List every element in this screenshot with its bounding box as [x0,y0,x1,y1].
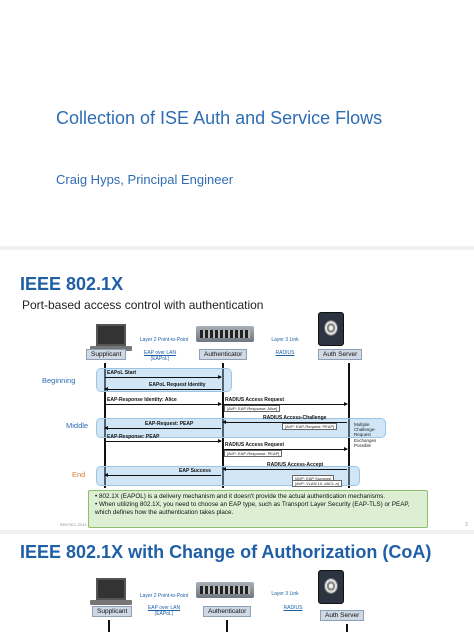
auth-server-label: Auth Server [320,610,365,621]
layer3-label: Layer 3 Link [271,337,299,343]
slide-title: IEEE 802.1X [20,274,124,294]
switch-ports [200,586,250,594]
title-slide: Collection of ISE Auth and Service Flows… [0,0,474,264]
slide-title: IEEE 802.1X with Change of Authorization… [20,542,432,562]
session-footer: BRKSEC-2044 [60,522,87,527]
authenticator-label: Authenticator [203,606,252,617]
layer3-label: Layer 3 Link [271,591,299,597]
slide-title: Collection of ISE Auth and Service Flows [56,108,383,128]
layer2-label: Layer 2 Point-to-Point [139,337,189,343]
note-line: Exchanges [354,437,377,443]
authenticator-lifeline [226,620,228,632]
msg-eapol-request-identity: EAPoL Request Identity [104,382,221,391]
authenticator-lifeline [222,363,224,488]
msg-eap-response-identity: EAP-Response Identity: Alice [105,397,222,406]
server-lifeline [346,624,348,632]
msg-label: EAPoL Start [107,370,137,376]
switch-ports [200,330,250,338]
layer2-label: Layer 2 Point-to-Point [139,593,189,599]
avp-vlan: [AVP: VLAN 10, dACL-n] [292,480,342,487]
note-line: Request [354,432,371,438]
laptop-base [90,600,132,605]
authenticator-label: Authenticator [199,349,248,360]
bullet-item: 802.1X (EAPOL) is a delivery mechanism a… [95,493,421,501]
avp-response-alice: [AVP: EAP-Response: Alice] [224,405,281,412]
fingerprint-icon [324,578,338,594]
dot1x-slide: IEEE 802.1X Port-based access control wi… [0,250,474,530]
supplicant-label: Supplicant [92,606,133,617]
laptop-icon [96,578,126,600]
eap-over-lan-label: EAP over LAN (EAPoL) [142,605,186,617]
supplicant-lifeline [108,620,110,632]
radius-text: RADIUS [283,605,303,611]
radius-label: RADIUS [278,605,308,612]
msg-radius-access-accept: RADIUS Access-Accept [222,462,347,471]
note-line: Multiple [354,422,370,427]
msg-label: EAP-Response Identity: Alice [107,397,177,403]
supplicant-lifeline [104,363,106,488]
avp-request-peap: [AVP: EAP-Request: PEAP] [282,423,338,430]
slide-divider [0,530,474,534]
radius-text: RADIUS [275,350,295,356]
coa-slide: IEEE 802.1X with Change of Authorization… [0,534,474,632]
laptop-base [90,346,132,351]
msg-eap-success: EAP Success [104,468,221,477]
msg-label: RADIUS Access-Challenge [263,415,327,421]
msg-radius-access-challenge: RADIUS Access-Challenge [222,415,347,424]
eap-over-lan-text: EAP over LAN [143,350,177,356]
msg-label: EAP-Response: PEAP [107,434,160,440]
slide-subtitle: Craig Hyps, Principal Engineer [56,172,234,187]
msg-label: EAP Success [179,468,211,474]
phase-beginning: Beginning [42,376,76,385]
phase-end: End [72,470,86,479]
auth-server-label: Auth Server [318,349,363,360]
page-number: 2 [465,522,468,528]
supplicant-label: Supplicant [86,349,127,360]
eap-over-lan-label: EAP over LAN (EAPoL) [138,350,182,362]
eapol-text: (EAPoL) [150,355,170,362]
exchanges-note: Multiple Challenge- Request Exchanges Po… [354,422,376,448]
msg-radius-access-request-1: RADIUS Access Request [223,397,348,406]
slide-subtitle: Port-based access control with authentic… [22,298,264,312]
msg-eap-request-peap: EAP-Request: PEAP [104,421,221,430]
msg-label: RADIUS Access-Accept [267,462,324,468]
msg-label: EAP-Request: PEAP [145,421,194,427]
fingerprint-icon [324,320,338,336]
avp-response-peap: [AVP: EAP-Response: PEAP] [224,450,283,457]
explanation-box: 802.1X (EAPOL) is a delivery mechanism a… [88,490,428,528]
radius-label: RADIUS [270,350,300,357]
bullet-item: When utilizing 802.1X, you need to choos… [95,501,421,517]
phase-middle: Middle [66,421,89,430]
beginning-band [96,368,232,392]
laptop-icon [96,324,126,346]
msg-label: RADIUS Access Request [225,442,285,448]
msg-label: EAPoL Request Identity [149,382,206,388]
note-line: Possible [354,442,372,448]
eapol-text: (EAPoL) [154,610,174,617]
note-line: Challenge- [354,427,376,433]
msg-label: RADIUS Access Request [225,397,285,403]
slide-divider [0,246,474,250]
eap-over-lan-text: EAP over LAN [147,605,181,611]
msg-radius-access-request-2: RADIUS Access Request [223,442,348,451]
msg-eapol-start: EAPoL Start [105,370,222,379]
msg-eap-response-peap: EAP-Response: PEAP [105,434,222,443]
server-lifeline [348,363,350,488]
